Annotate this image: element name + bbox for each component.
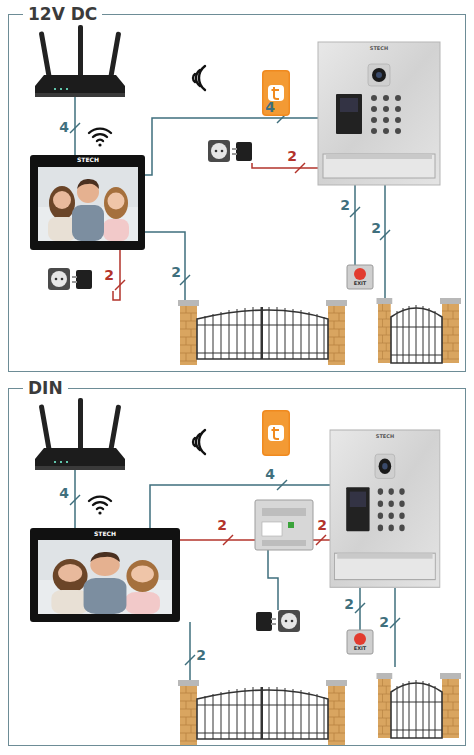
exit-button: [347, 630, 373, 654]
power-adapter: [256, 610, 300, 632]
wifi-icon: [89, 497, 111, 515]
panel-title: DIN: [23, 377, 68, 399]
wire-count: 4: [265, 100, 275, 114]
wire-count: 2: [104, 268, 114, 282]
power-wire: [268, 550, 278, 610]
brand-mark: STECH: [77, 157, 99, 163]
power-adapter: [208, 140, 252, 162]
driveway-gate: [178, 300, 347, 365]
wifi-icon: [89, 129, 111, 147]
wireless-icon: [193, 66, 205, 90]
brand-mark: STECH: [376, 434, 394, 439]
panel-title: 12V DC: [23, 3, 102, 25]
panel-frame: DIN: [8, 388, 466, 746]
router: [35, 398, 125, 470]
wire-count: 2: [379, 615, 389, 629]
wire-count: 2: [287, 149, 297, 163]
driveway-gate: [178, 680, 347, 745]
wire-count: 4: [59, 486, 69, 500]
wireless-icon: [193, 430, 205, 454]
button-text: EXIT: [354, 281, 367, 286]
outdoor-panel: [330, 430, 440, 587]
wire-count: 2: [340, 198, 350, 212]
brand-mark: STECH: [370, 46, 388, 51]
wire-count: 4: [265, 467, 275, 481]
panel-frame: 12V DC: [8, 14, 466, 372]
wire-count: 2: [196, 648, 206, 662]
wicket-gate: [377, 298, 462, 363]
din-power-supply: [255, 500, 313, 550]
smartphone: [262, 410, 290, 456]
smartphone: [262, 70, 290, 116]
power-adapter: [48, 268, 92, 290]
wire-count: 2: [217, 518, 227, 532]
wire-count: 2: [344, 597, 354, 611]
brand-mark: STECH: [94, 531, 116, 537]
wire-count: 2: [317, 518, 327, 532]
wicket-gate: [377, 673, 462, 738]
monitor: [30, 155, 145, 250]
monitor: [30, 528, 180, 622]
router: [35, 25, 125, 97]
wire-count: 2: [171, 265, 181, 279]
outdoor-panel: [318, 42, 440, 185]
wire-count: 2: [371, 221, 381, 235]
button-text: EXIT: [354, 646, 367, 651]
exit-button: [347, 265, 373, 289]
wire-count: 4: [59, 120, 69, 134]
